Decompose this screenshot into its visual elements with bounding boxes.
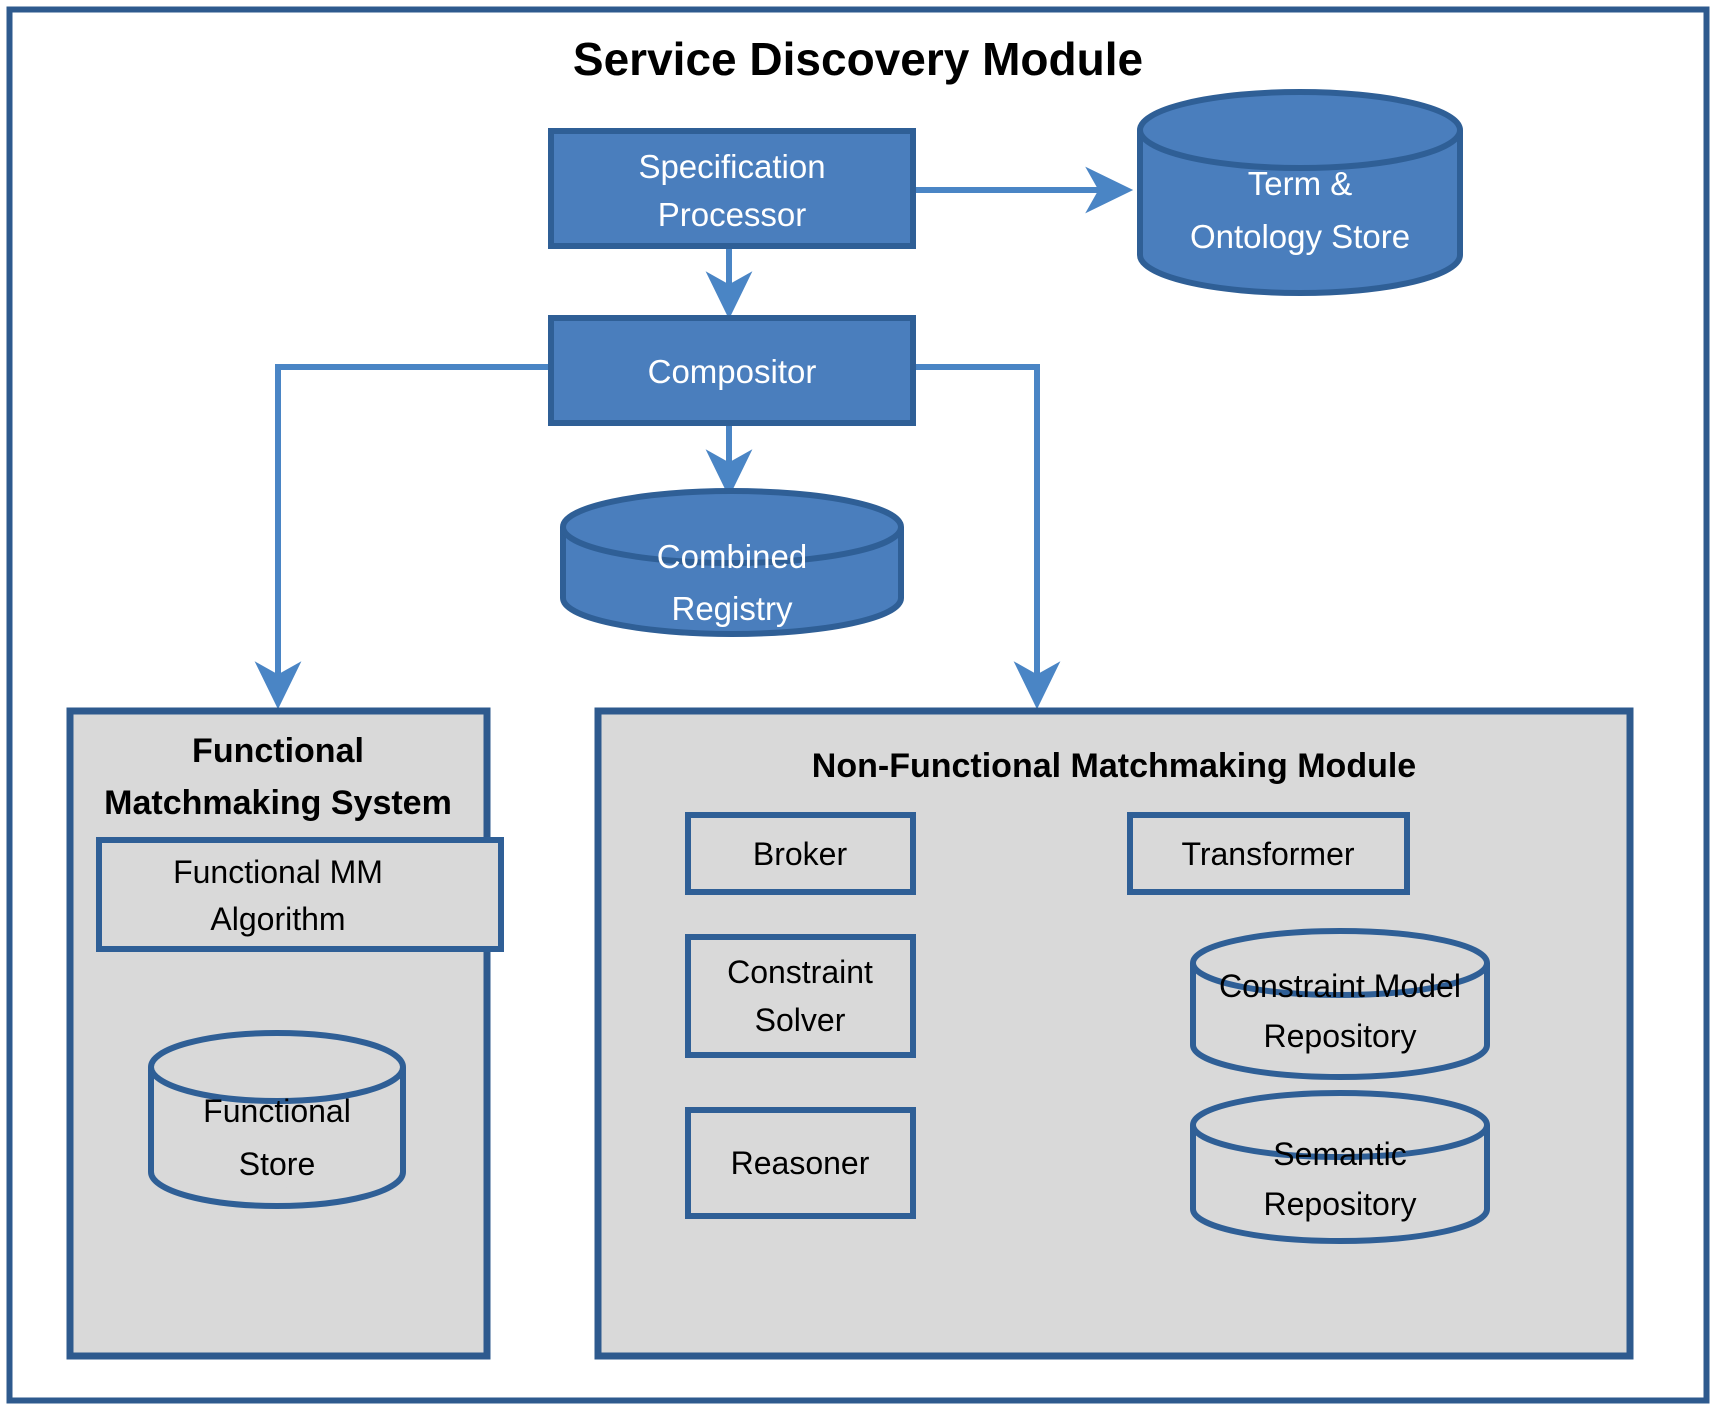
functional-store-label-line1: Functional — [203, 1093, 351, 1129]
functional-mm-algorithm-label-line2: Algorithm — [210, 901, 345, 937]
semantic-repo-label-line1: Semantic — [1273, 1136, 1406, 1172]
constraint-model-repo-label-line2: Repository — [1264, 1018, 1417, 1054]
broker-label: Broker — [753, 836, 848, 872]
reasoner-box — [685, 1107, 916, 1219]
edge-compositor-to-functional-panel — [254, 364, 548, 710]
panel-functional-title-line1: Functional — [192, 732, 364, 770]
node-transformer[interactable]: Transformer — [1127, 812, 1410, 895]
node-reasoner[interactable]: Reasoner — [685, 1107, 916, 1219]
broker-box — [685, 812, 916, 895]
functional-store-label-line2: Store — [239, 1146, 315, 1182]
functional-store-cylinder-body — [151, 1067, 403, 1202]
reasoner-label: Reasoner — [731, 1145, 870, 1181]
node-functional-store[interactable]: Functional Store — [148, 1030, 406, 1209]
functional-store-cylinder-top — [148, 1030, 406, 1104]
constraint-solver-label-line1: Constraint — [727, 954, 873, 990]
node-broker[interactable]: Broker — [685, 812, 916, 895]
node-semantic-repository[interactable]: Semantic Repository — [1190, 1090, 1490, 1244]
page-title: Service Discovery Module — [573, 33, 1143, 85]
combined-registry-cylinder-top — [560, 488, 904, 566]
node-functional-mm-algorithm[interactable]: Functional MM Algorithm — [96, 837, 504, 952]
constraint-solver-box — [685, 934, 916, 1058]
combined-registry-label-line2: Registry — [671, 590, 793, 627]
specification-processor-label-line1: Specification — [638, 148, 825, 185]
constraint-solver-label-line2: Solver — [755, 1002, 846, 1038]
transformer-label: Transformer — [1181, 836, 1354, 872]
combined-registry-label-line1: Combined — [657, 538, 807, 575]
node-compositor[interactable]: Compositor — [548, 315, 916, 426]
semantic-repo-cylinder-top — [1190, 1090, 1490, 1160]
panel-nonfunctional-title-line1: Non-Functional Matchmaking Module — [812, 747, 1416, 785]
edge-compositor-to-nonfunctional-panel — [913, 364, 1061, 710]
functional-store-cylinder-outline — [148, 1067, 406, 1209]
constraint-model-repo-cylinder-top — [1190, 928, 1490, 998]
node-constraint-model-repository[interactable]: Constraint Model Repository — [1190, 928, 1490, 1080]
compositor-label: Compositor — [648, 353, 817, 390]
term-ontology-store-cylinder-outline — [1137, 130, 1463, 296]
semantic-repo-label-line2: Repository — [1264, 1186, 1417, 1222]
node-term-ontology-store[interactable]: Term & Ontology Store — [1137, 89, 1463, 296]
constraint-model-repo-label-line1: Constraint Model — [1219, 968, 1461, 1004]
term-ontology-store-label-line1: Term & — [1248, 165, 1353, 202]
node-specification-processor[interactable]: Specification Processor — [548, 128, 916, 249]
panel-functional-title-line2: Matchmaking System — [104, 784, 452, 822]
transformer-box — [1127, 812, 1410, 895]
node-constraint-solver[interactable]: Constraint Solver — [685, 934, 916, 1058]
functional-mm-algorithm-box — [96, 837, 504, 952]
compositor-box — [548, 315, 916, 426]
functional-mm-algorithm-label-line1: Functional MM — [173, 854, 383, 890]
specification-processor-box — [548, 128, 916, 249]
specification-processor-label-line2: Processor — [658, 196, 807, 233]
term-ontology-store-cylinder-top — [1137, 89, 1463, 171]
node-combined-registry[interactable]: Combined Registry — [560, 488, 904, 637]
term-ontology-store-label-line2: Ontology Store — [1190, 218, 1410, 255]
